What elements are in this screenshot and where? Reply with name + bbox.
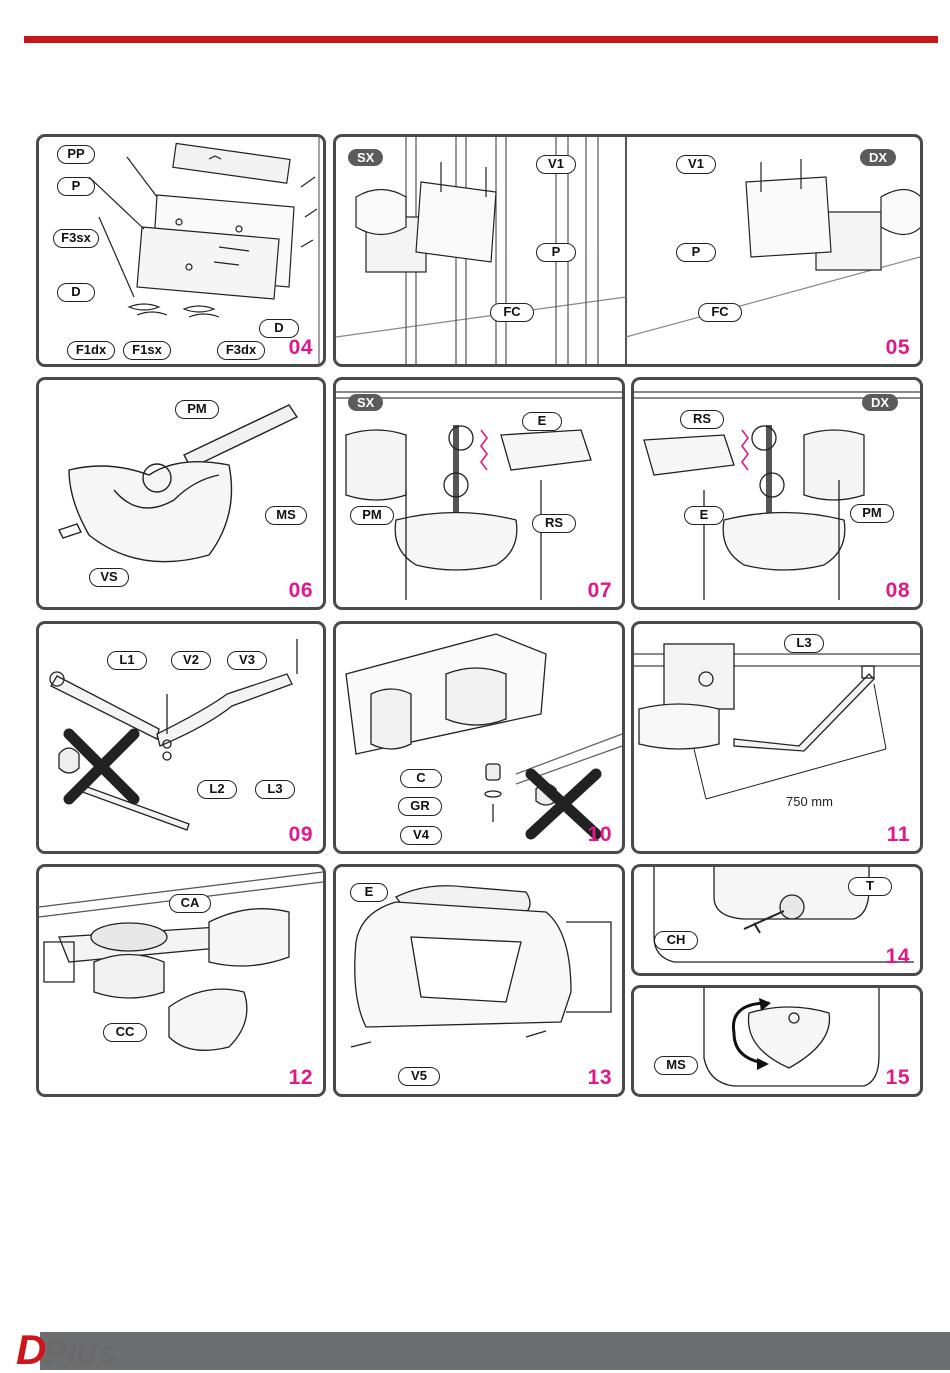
label-l2: L2 xyxy=(197,780,237,799)
figure-number: 05 xyxy=(886,336,910,360)
label-v2: V2 xyxy=(171,651,211,670)
gate-mounting-drawing xyxy=(336,137,920,364)
figure-number: 10 xyxy=(588,823,612,847)
label-ca: CA xyxy=(169,894,211,913)
figure-number: 07 xyxy=(588,579,612,603)
figure-number: 14 xyxy=(886,945,910,969)
figure-10-panel: C GR V4 10 xyxy=(333,621,625,854)
label-fc: FC xyxy=(490,303,534,322)
label-p: P xyxy=(536,243,576,262)
label-pm: PM xyxy=(350,506,394,525)
label-v5: V5 xyxy=(398,1067,440,1086)
figure-04-panel: PP P F3sx D D F1dx F1sx F3dx 04 xyxy=(36,134,326,367)
figure-12-panel: CA CC 12 xyxy=(36,864,326,1097)
figure-number: 11 xyxy=(887,823,910,847)
label-d: D xyxy=(57,283,95,302)
label-l1: L1 xyxy=(107,651,147,670)
label-gr: GR xyxy=(398,797,442,816)
label-fc: FC xyxy=(698,303,742,322)
figure-number: 06 xyxy=(289,579,313,603)
top-red-rule xyxy=(24,36,938,43)
label-pp: PP xyxy=(57,145,95,164)
label-c: C xyxy=(400,769,442,788)
label-pm: PM xyxy=(175,400,219,419)
label-vs: VS xyxy=(89,568,129,587)
figure-number: 09 xyxy=(289,823,313,847)
dimension-label: 750 mm xyxy=(786,794,833,809)
label-rs: RS xyxy=(680,410,724,429)
figure-number: 08 xyxy=(886,579,910,603)
figure-07-panel: SX E PM RS 07 xyxy=(333,377,625,610)
side-badge-left: SX xyxy=(348,149,383,166)
footer-bar xyxy=(40,1332,950,1370)
logo-letter: D xyxy=(16,1326,44,1373)
label-v1: V1 xyxy=(676,155,716,174)
figure-number: 12 xyxy=(289,1066,313,1090)
figure-number: 04 xyxy=(289,336,313,360)
label-f3dx: F3dx xyxy=(217,341,265,360)
figure-11-panel: L3 750 mm 11 xyxy=(631,621,923,854)
label-t: T xyxy=(848,877,892,896)
figure-number: 13 xyxy=(588,1066,612,1090)
side-badge: SX xyxy=(348,394,383,411)
side-badge: DX xyxy=(862,394,898,411)
label-ms: MS xyxy=(654,1056,698,1075)
label-f1sx: F1sx xyxy=(123,341,171,360)
figure-08-panel: DX RS E PM 08 xyxy=(631,377,923,610)
release-handle-rotation-drawing xyxy=(634,988,920,1094)
label-f1dx: F1dx xyxy=(67,341,115,360)
label-l3: L3 xyxy=(255,780,295,799)
label-e: E xyxy=(350,883,388,902)
figure-14-panel: T CH 14 xyxy=(631,864,923,976)
figure-15-panel: MS 15 xyxy=(631,985,923,1097)
label-v4: V4 xyxy=(400,826,442,845)
brand-logo: DPlus xyxy=(16,1330,116,1370)
side-badge-right: DX xyxy=(860,149,896,166)
label-ms: MS xyxy=(265,506,307,525)
label-v3: V3 xyxy=(227,651,267,670)
figure-06-panel: PM MS VS 06 xyxy=(36,377,326,610)
label-ch: CH xyxy=(654,931,698,950)
label-v1: V1 xyxy=(536,155,576,174)
figure-05-panel: SX DX V1 P FC V1 P FC 05 xyxy=(333,134,923,367)
motor-cap-drawing xyxy=(336,624,622,851)
figure-number: 15 xyxy=(886,1066,910,1090)
figure-13-panel: E V5 13 xyxy=(333,864,625,1097)
label-f3sx: F3sx xyxy=(53,229,99,248)
label-l3: L3 xyxy=(784,634,824,653)
logo-word: Plus xyxy=(44,1334,116,1372)
label-rs: RS xyxy=(532,514,576,533)
label-pm: PM xyxy=(850,504,894,523)
handle-assembly-dx-drawing xyxy=(634,380,920,607)
label-p: P xyxy=(57,177,95,196)
figure-09-panel: L1 V2 V3 L2 L3 09 xyxy=(36,621,326,854)
label-e: E xyxy=(522,412,562,431)
arm-measurement-drawing xyxy=(634,624,920,851)
label-e: E xyxy=(684,506,724,525)
handle-assembly-sx-drawing xyxy=(336,380,622,607)
label-p: P xyxy=(676,243,716,262)
label-cc: CC xyxy=(103,1023,147,1042)
